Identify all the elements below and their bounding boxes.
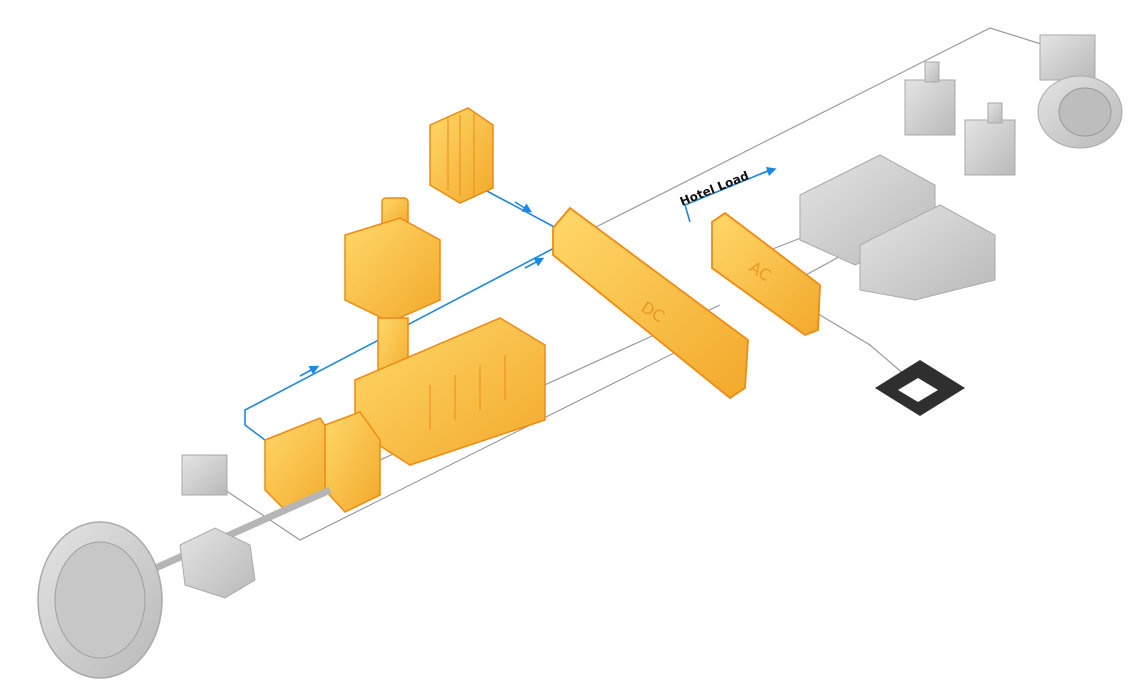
main-engine	[344, 197, 546, 466]
battery-pack	[429, 107, 494, 204]
propeller-shaft	[37, 454, 332, 679]
shore-power-icon	[875, 360, 965, 416]
genset-2	[859, 102, 1016, 301]
ac-switchboard: AC	[711, 211, 821, 337]
hotel-load-label: Hotel Load	[678, 168, 751, 208]
dc-switchboard: DC	[552, 206, 749, 400]
gearbox	[264, 411, 381, 513]
bow-thruster	[1037, 34, 1123, 149]
